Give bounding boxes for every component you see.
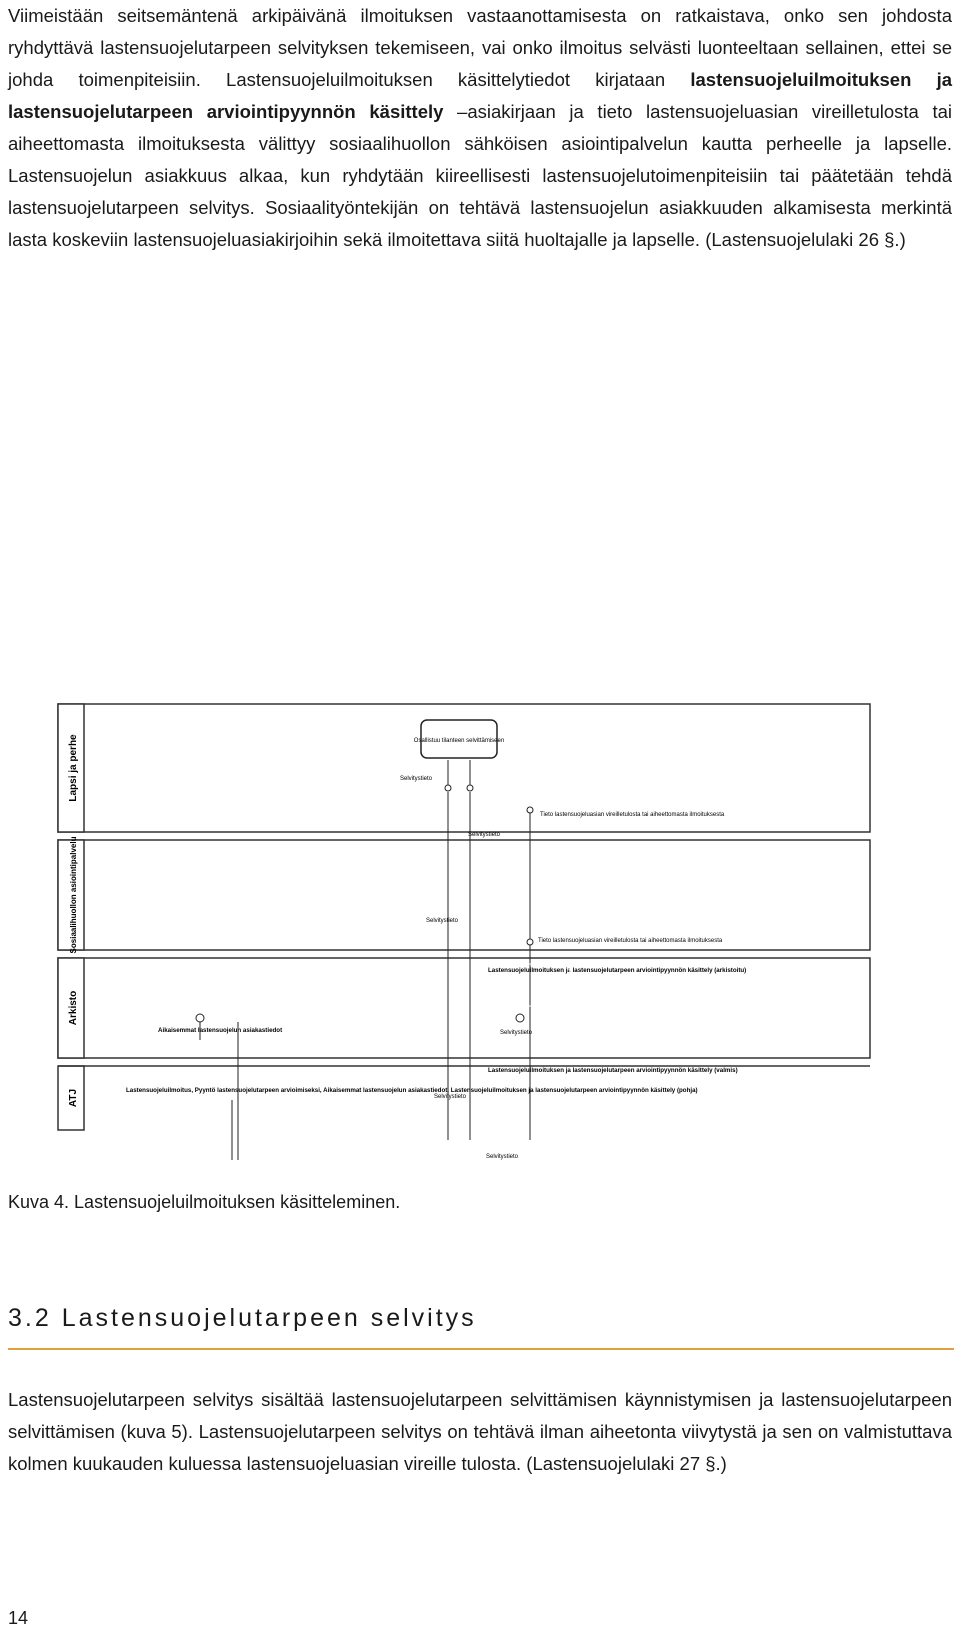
selvitystieto-label-5: Selvitystieto <box>434 1094 467 1100</box>
archive-document: Lastensuojeluilmoituksen ja lastensuojel… <box>485 963 746 1007</box>
section-heading: 3.2 Lastensuojelutarpeen selvitys <box>8 1304 477 1332</box>
tieto-label-1: Tieto lastensuojeluasian vireilletulosta… <box>540 812 725 818</box>
lane-label-lapsi: Lapsi ja perhe <box>68 734 79 802</box>
lane-asiointipalvelu: Sosiaalihuollon asiointipalvelu <box>57 836 871 953</box>
lane-label-arkisto: Arkisto <box>68 991 79 1025</box>
process-diagram: Lapsi ja perhe Sosiaalihuollon asiointip… <box>8 700 952 1160</box>
finished-doc-label: Lastensuojeluilmoituksen ja lastensuojel… <box>488 1067 738 1074</box>
selvitystieto-label-4: Selvitystieto <box>500 1030 533 1036</box>
selvitystieto-label-1: Selvitystieto <box>400 776 433 782</box>
lane-arkisto: Arkisto <box>57 957 871 1059</box>
section-paragraph: Lastensuojelutarpeen selvitys sisältää l… <box>8 1389 952 1474</box>
svg-text:Lastensuojeluilmoituksen ja la: Lastensuojeluilmoituksen ja lastensuojel… <box>488 967 746 974</box>
lane-label-atj: ATJ <box>68 1089 79 1107</box>
input-docs-label: Lastensuojeluilmoitus, Pyyntö lastensuoj… <box>126 1087 698 1094</box>
task-participate-label: Osallistuu tilanteen selvittämiseen <box>414 738 504 744</box>
earlier-data-label: Aikaisemmat lastensuojelun asiakastiedot <box>158 1027 282 1034</box>
figure-caption: Kuva 4. Lastensuojeluilmoituksen käsitte… <box>8 1192 401 1212</box>
intro-paragraph: Viimeistään seitsemäntenä arkipäivänä il… <box>8 0 952 256</box>
selvitystieto-label-6: Selvitystieto <box>486 1154 519 1160</box>
intro-bold-doc-name: lastensuojeluilmoituksen ja lastensuojel… <box>8 69 953 122</box>
page-number: 14 <box>8 1608 29 1628</box>
intro-text-1: Viimeistään seitsemäntenä arkipäivänä il… <box>8 5 952 90</box>
selvitystieto-label-2: Selvitystieto <box>468 832 501 838</box>
intro-text-2: –asiakirjaan ja tieto lastensuojeluasian… <box>8 101 952 250</box>
heading-rule <box>8 1348 954 1350</box>
lane-atj: ATJ <box>57 1065 870 1131</box>
tieto-label-2: Tieto lastensuojeluasian vireilletulosta… <box>538 938 723 944</box>
selvitystieto-label-3: Selvitystieto <box>426 918 459 924</box>
lane-lapsi-ja-perhe: Lapsi ja perhe <box>57 703 871 833</box>
lane-label-asiointi: Sosiaalihuollon asiointipalvelu <box>69 836 78 953</box>
task-participate: Osallistuu tilanteen selvittämiseen <box>414 719 504 759</box>
